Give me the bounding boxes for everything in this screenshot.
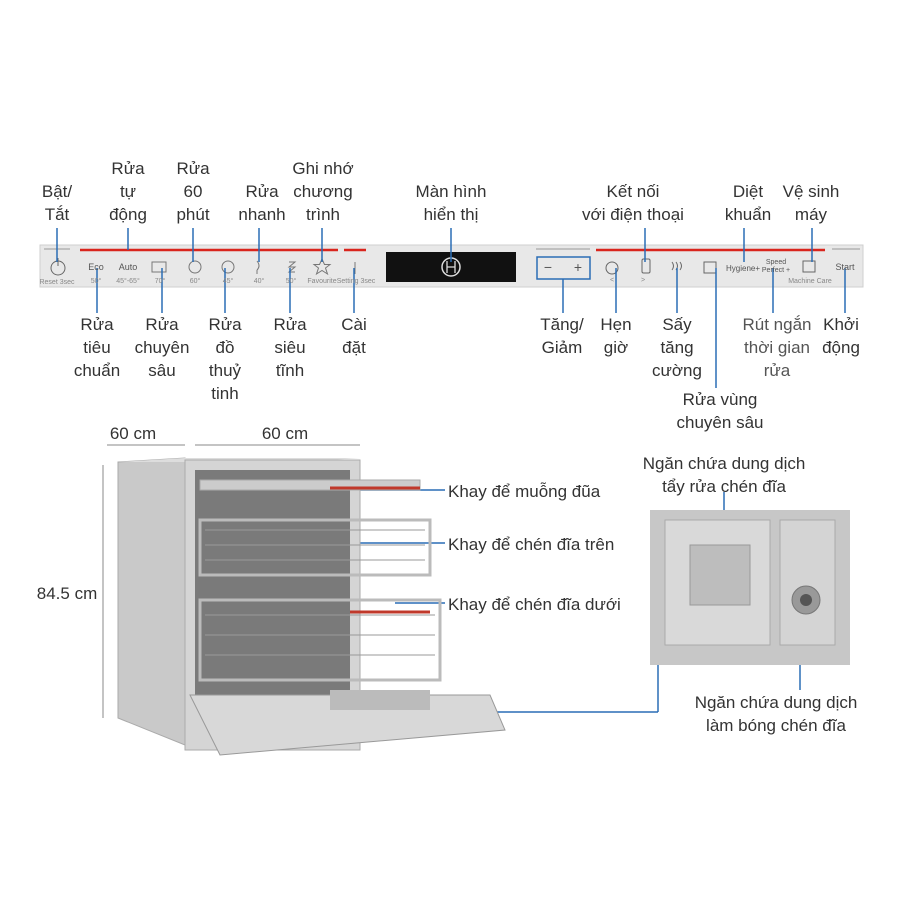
dispenser-photo [650, 510, 850, 665]
glass-icon[interactable] [221, 260, 235, 274]
temp-70: 70° [154, 278, 166, 285]
label-silence: Rửa siêu tĩnh [273, 315, 307, 380]
auto-label[interactable]: Auto [118, 262, 138, 272]
dimension-lines [102, 444, 360, 718]
plus-button[interactable]: + [573, 259, 583, 275]
zone-icon[interactable] [703, 261, 717, 274]
temp-60: 60° [189, 278, 201, 285]
eco-temp: 50° [90, 278, 102, 285]
star-icon[interactable] [312, 257, 332, 276]
prev-arrow[interactable]: < [609, 277, 615, 284]
reset-label: Reset 3sec [39, 279, 75, 286]
pot-icon[interactable] [151, 261, 167, 273]
label-auto: Rửa tự động [109, 159, 147, 224]
label-start: Khởi động [822, 315, 860, 357]
dimension-width: 60 cm [109, 424, 157, 443]
start-button[interactable]: Start [835, 262, 855, 272]
label-favourite: Ghi nhớ chương trình [292, 159, 354, 224]
60-min-icon[interactable] [188, 260, 202, 274]
label-60min: Rửa 60 phút [176, 159, 210, 224]
callout-detergent: Ngăn chứa dung dịch tẩy rửa chén đĩa [642, 454, 806, 496]
label-display: Màn hình hiển thị [415, 182, 487, 224]
callout-cutlery-tray: Khay để muỗng đũa [448, 482, 601, 501]
label-intensive: Rửa chuyên sâu [134, 315, 190, 380]
label-glass: Rửa đồ thuỷ tinh [208, 315, 242, 403]
label-machine-care: Vệ sinh máy [782, 182, 840, 224]
dimension-height: 84.5 cm [36, 584, 98, 603]
callout-rinse-aid: Ngăn chứa dung dịch làm bóng chén đĩa [694, 693, 858, 735]
label-eco: Rửa tiêu chuẩn [73, 315, 121, 380]
temp-45: 45° [222, 278, 234, 285]
dishwasher-illustration [117, 457, 506, 756]
label-plus-minus: Tăng/ Giảm [540, 315, 584, 357]
dimension-depth: 60 cm [261, 424, 309, 443]
label-speed: Rút ngắn thời gian rửa [742, 315, 812, 380]
temp-50: 50° [285, 278, 297, 285]
favourite-label: Favourite [307, 278, 337, 285]
label-extra-dry: Sấy tăng cường [652, 315, 702, 380]
phone-icon[interactable] [641, 258, 651, 274]
machine-care-label: Machine Care [788, 278, 832, 285]
speed-perfect-button[interactable]: Speed Perfect + [761, 259, 791, 274]
label-connect: Kết nối với điện thoại [582, 182, 684, 224]
callout-upper-rack: Khay để chén đĩa trên [448, 535, 615, 554]
label-setting: Cài đặt [341, 315, 367, 357]
callout-lower-rack: Khay để chén đĩa dưới [448, 595, 621, 614]
auto-temp: 45°-65° [116, 278, 140, 285]
label-power: Bật/ Tắt [41, 182, 73, 224]
label-zone: Rửa vùng chuyên sâu [676, 390, 764, 432]
minus-button[interactable]: − [543, 259, 553, 275]
hygiene-button[interactable]: Hygiene+ [725, 264, 761, 273]
clock-icon[interactable] [605, 261, 619, 275]
label-quick: Rửa nhanh [238, 182, 286, 224]
temp-40: 40° [253, 278, 265, 285]
eco-label[interactable]: Eco [88, 262, 104, 272]
setting-label: Setting 3sec [336, 278, 376, 285]
next-arrow[interactable]: > [640, 277, 646, 284]
machine-care-icon[interactable] [802, 260, 816, 273]
label-timer: Hẹn giờ [600, 315, 632, 357]
quick-icon[interactable] [256, 260, 260, 274]
label-hygiene: Diệt khuẩn [724, 182, 772, 224]
